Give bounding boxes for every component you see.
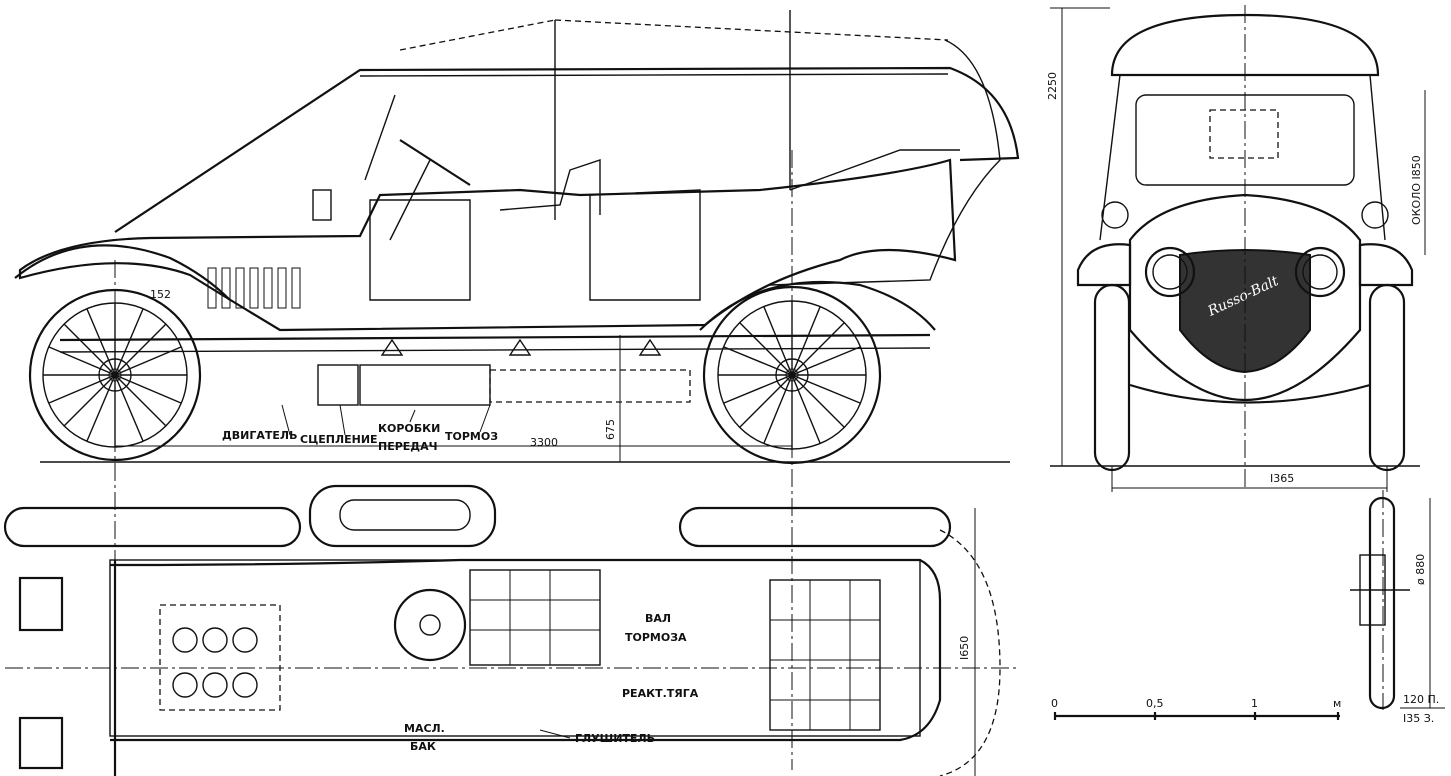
scale-tick-m: м [1333,697,1341,710]
front-view: Russo-Balt 2250 ОКОЛО I850 I365 [1046,5,1426,492]
front-fender [14,244,231,301]
left-headlight [1144,246,1196,298]
scale-tick-0: 0 [1051,697,1058,710]
label-brake: ТОРМОЗ [445,430,498,443]
spare-tire [308,484,497,548]
plan-view: I650 ВАЛ ТОРМОЗА РЕАКТ.ТЯГА МАСЛ. БАК ГЛ… [3,484,1020,776]
rear-door [589,189,701,301]
gear-marker-1 [380,338,404,356]
dim-2250: 2250 [1046,72,1059,100]
top-rear [769,39,1001,286]
left-side-lamp [1101,201,1129,229]
right-headlight [1294,246,1346,298]
dim-880: ø 880 [1414,554,1427,585]
dim-152: 152 [150,288,171,301]
right-front-wheel [1368,283,1406,472]
scale-tick-1: 1 [1251,697,1258,710]
clutch-housing [317,364,359,406]
label-clutch: СЦЕПЛЕНИЕ [300,433,378,446]
right-front-fender [1358,243,1414,287]
steering-column [389,159,431,241]
gearbox [359,364,491,406]
top-strap [789,149,960,191]
dim-675: 675 [604,419,617,440]
front-door [369,199,471,301]
car-body [18,158,957,332]
windshield-inner [1209,109,1279,159]
rear-wheel-plan [939,529,1001,776]
dim-1850: ОКОЛО I850 [1410,155,1423,225]
top-rail [359,73,949,77]
front-axle [1129,383,1371,404]
label-muffler: ГЛУШИТЕЛЬ [575,732,655,745]
dim-rear-tire: I35 З. [1403,712,1434,725]
left-running-board-front [3,506,302,548]
label-gearbox-1: КОРОБКИ [378,422,440,435]
rear-fender [699,280,936,331]
label-brake-shaft-2: ТОРМОЗА [625,631,687,644]
top-bow-dash [554,19,949,41]
front-hood [1128,193,1362,402]
front-seat [499,159,601,215]
front-right-post [1369,74,1386,241]
side-view: 675 3300 152 ДВИГАТЕЛЬ СЦЕПЛЕНИЕ КОРОБКИ… [14,10,1020,770]
label-brake-shaft-1: ВАЛ [645,612,671,625]
leader-brake [479,404,491,433]
steering-wheel-plan [393,588,467,662]
body-outline-plan [109,558,942,742]
gear-marker-3 [638,338,662,356]
front-lamp-left [18,576,64,632]
left-running-board-rear [678,506,952,548]
dim-1650: I650 [958,636,971,660]
front-lamp-right [18,716,64,770]
leader-muffler [539,729,571,739]
label-torque-rod: РЕАКТ.ТЯГА [622,687,699,700]
left-front-wheel [1093,283,1131,472]
right-side-lamp [1361,201,1389,229]
wheel-detail: ø 880 120 П. I35 З. [1350,490,1445,725]
label-engine: ДВИГАТЕЛЬ [222,429,297,442]
leader-engine [281,404,291,436]
left-front-fender [1076,243,1132,287]
steering-wheel [399,139,471,186]
chassis-frame [59,333,931,342]
hood-louvres [207,267,301,309]
gear-marker-2 [508,338,532,356]
label-oil-tank-1: МАСЛ. [404,722,445,735]
side-lamp [312,189,332,221]
scale-tick-half: 0,5 [1146,697,1164,710]
scale-bar: 0 0,5 1 м [1051,697,1341,720]
wheel-section [1368,496,1396,710]
dim-3300: 3300 [530,436,558,449]
convertible-top [114,66,1020,233]
engine-block [159,604,281,711]
label-oil-tank-2: БАК [410,740,436,753]
top-bow-dash-2 [399,19,556,51]
label-gearbox-2: ПЕРЕДАЧ [378,440,438,453]
dim-1365: I365 [1270,472,1294,485]
leader-clutch [339,404,346,436]
chassis-frame-lower [59,347,931,353]
leader-gearbox [409,409,416,423]
front-left-post [1099,74,1121,241]
windshield-post [364,94,396,181]
gearbox-plan [469,569,601,666]
dim-front-tire: 120 П. [1403,693,1439,706]
brake-drum [489,369,691,403]
rear-axle-plan [769,579,881,731]
